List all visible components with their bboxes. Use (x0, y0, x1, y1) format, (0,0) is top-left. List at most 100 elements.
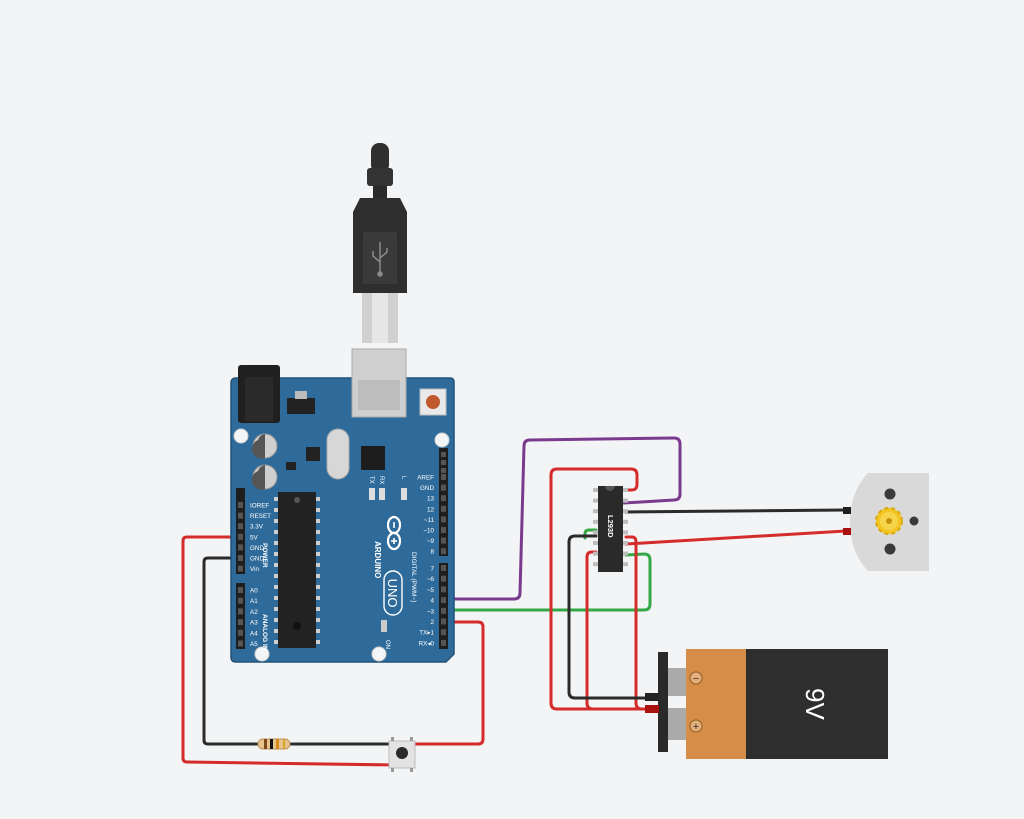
power-pin-label: Vin (250, 566, 259, 573)
chip-pin (316, 618, 320, 622)
wire-pin4-to-chip[interactable] (444, 436, 682, 601)
header-pin[interactable] (441, 597, 446, 604)
header-pin[interactable] (441, 537, 446, 544)
battery-minus-label: − (693, 673, 699, 685)
header-pin[interactable] (441, 484, 446, 491)
header-pin[interactable] (238, 629, 243, 636)
l293d-pin[interactable] (622, 488, 628, 492)
wire-chip-vcc-loop[interactable] (549, 467, 658, 711)
led-label: TX (368, 476, 374, 484)
header-pin[interactable] (441, 452, 446, 457)
chip-pin (274, 541, 278, 545)
power-header (236, 488, 245, 574)
wire-chip-to-motor-red[interactable] (624, 529, 848, 546)
l293d-pin[interactable] (622, 530, 628, 535)
header-pin[interactable] (441, 495, 446, 502)
analog-pin-label: A2 (250, 609, 258, 616)
header-pin[interactable] (238, 619, 243, 626)
power-pin-label: IOREF (250, 503, 269, 510)
header-pin[interactable] (238, 512, 243, 519)
l293d-pin[interactable] (593, 562, 599, 567)
chip-pin (274, 629, 278, 633)
analog-header (236, 583, 245, 649)
wire-pin3-to-chip[interactable] (444, 552, 652, 612)
chip-pin (316, 640, 320, 644)
battery-9v-icon[interactable]: − + 9V (645, 649, 888, 759)
digital-header-lower (439, 563, 448, 649)
header-pin[interactable] (238, 640, 243, 647)
header-pin[interactable] (441, 629, 446, 636)
pushbutton-icon[interactable] (388, 737, 416, 772)
dc-motor-icon[interactable] (843, 473, 929, 571)
header-pin[interactable] (441, 618, 446, 625)
uno-badge: UNO (383, 570, 403, 616)
wire-button-to-pin2[interactable] (412, 620, 485, 746)
mount-hole (254, 646, 270, 662)
wires (181, 436, 848, 767)
resistor-icon[interactable] (257, 738, 291, 750)
header-pin[interactable] (441, 639, 446, 646)
l293d-pin[interactable] (593, 541, 599, 545)
header-pin[interactable] (441, 474, 446, 480)
wire-5v-to-button[interactable] (181, 535, 397, 767)
header-pin[interactable] (238, 555, 243, 561)
l293d-pin[interactable] (593, 530, 599, 535)
wire-chip-to-motor-black[interactable] (624, 508, 848, 514)
l293d-pin[interactable] (622, 562, 628, 567)
usb-cable-icon[interactable] (353, 143, 407, 343)
header-pin[interactable] (238, 502, 243, 508)
l293d-chip[interactable]: L293D (593, 486, 628, 572)
header-pin[interactable] (441, 548, 446, 555)
l293d-pin[interactable] (622, 541, 628, 545)
reset-button[interactable] (419, 388, 447, 416)
digital-pin-label: 8 (430, 549, 434, 556)
header-pin[interactable] (441, 460, 446, 465)
header-pin[interactable] (238, 597, 243, 604)
l293d-pin[interactable] (622, 519, 628, 524)
digital-pin-label: TX▸1 (419, 630, 434, 637)
chip-pin (274, 497, 278, 501)
header-pin[interactable] (238, 523, 243, 530)
header-pin[interactable] (238, 608, 243, 615)
header-pin[interactable] (441, 527, 446, 533)
header-pin[interactable] (441, 575, 446, 582)
chip-pin (274, 585, 278, 589)
l293d-pin[interactable] (622, 509, 628, 514)
capacitor-icon (251, 433, 278, 459)
header-pin[interactable] (441, 565, 446, 571)
wire-chip-to-battery-plus-2[interactable] (624, 535, 658, 711)
l293d-pin[interactable] (593, 519, 599, 524)
header-pin[interactable] (238, 544, 243, 551)
header-pin[interactable] (441, 607, 446, 614)
wire-gnd-to-resistor[interactable] (202, 556, 260, 746)
l293d-pin[interactable] (622, 498, 628, 503)
header-pin[interactable] (441, 586, 446, 593)
l293d-pin[interactable] (593, 498, 599, 503)
header-pin[interactable] (238, 565, 243, 572)
chip-pin (274, 640, 278, 644)
l293d-pin[interactable] (622, 551, 628, 556)
wire-chip-jumper[interactable] (583, 528, 598, 540)
header-pin[interactable] (238, 587, 243, 593)
digital-pin-label: 12 (427, 506, 435, 513)
analog-pin-label: A5 (250, 641, 258, 648)
chip-pin (274, 618, 278, 622)
on-led-label: ON (384, 640, 390, 649)
header-pin[interactable] (238, 533, 243, 540)
header-pin[interactable] (441, 468, 446, 473)
svg-text:UNO: UNO (385, 579, 400, 608)
chip-label: L293D (606, 515, 615, 538)
arduino-brand: ARDUINO (373, 541, 382, 578)
wire-chip-to-battery-minus[interactable] (567, 534, 658, 700)
header-pin[interactable] (441, 516, 446, 523)
wire-chip-to-battery-plus[interactable] (585, 550, 658, 711)
l293d-pin[interactable] (593, 509, 599, 514)
chip-pin (274, 596, 278, 600)
l293d-pin[interactable] (593, 488, 599, 492)
header-pin[interactable] (441, 505, 446, 512)
l293d-pin[interactable] (593, 551, 599, 556)
chip-pin (274, 607, 278, 611)
chip-pin (316, 585, 320, 589)
